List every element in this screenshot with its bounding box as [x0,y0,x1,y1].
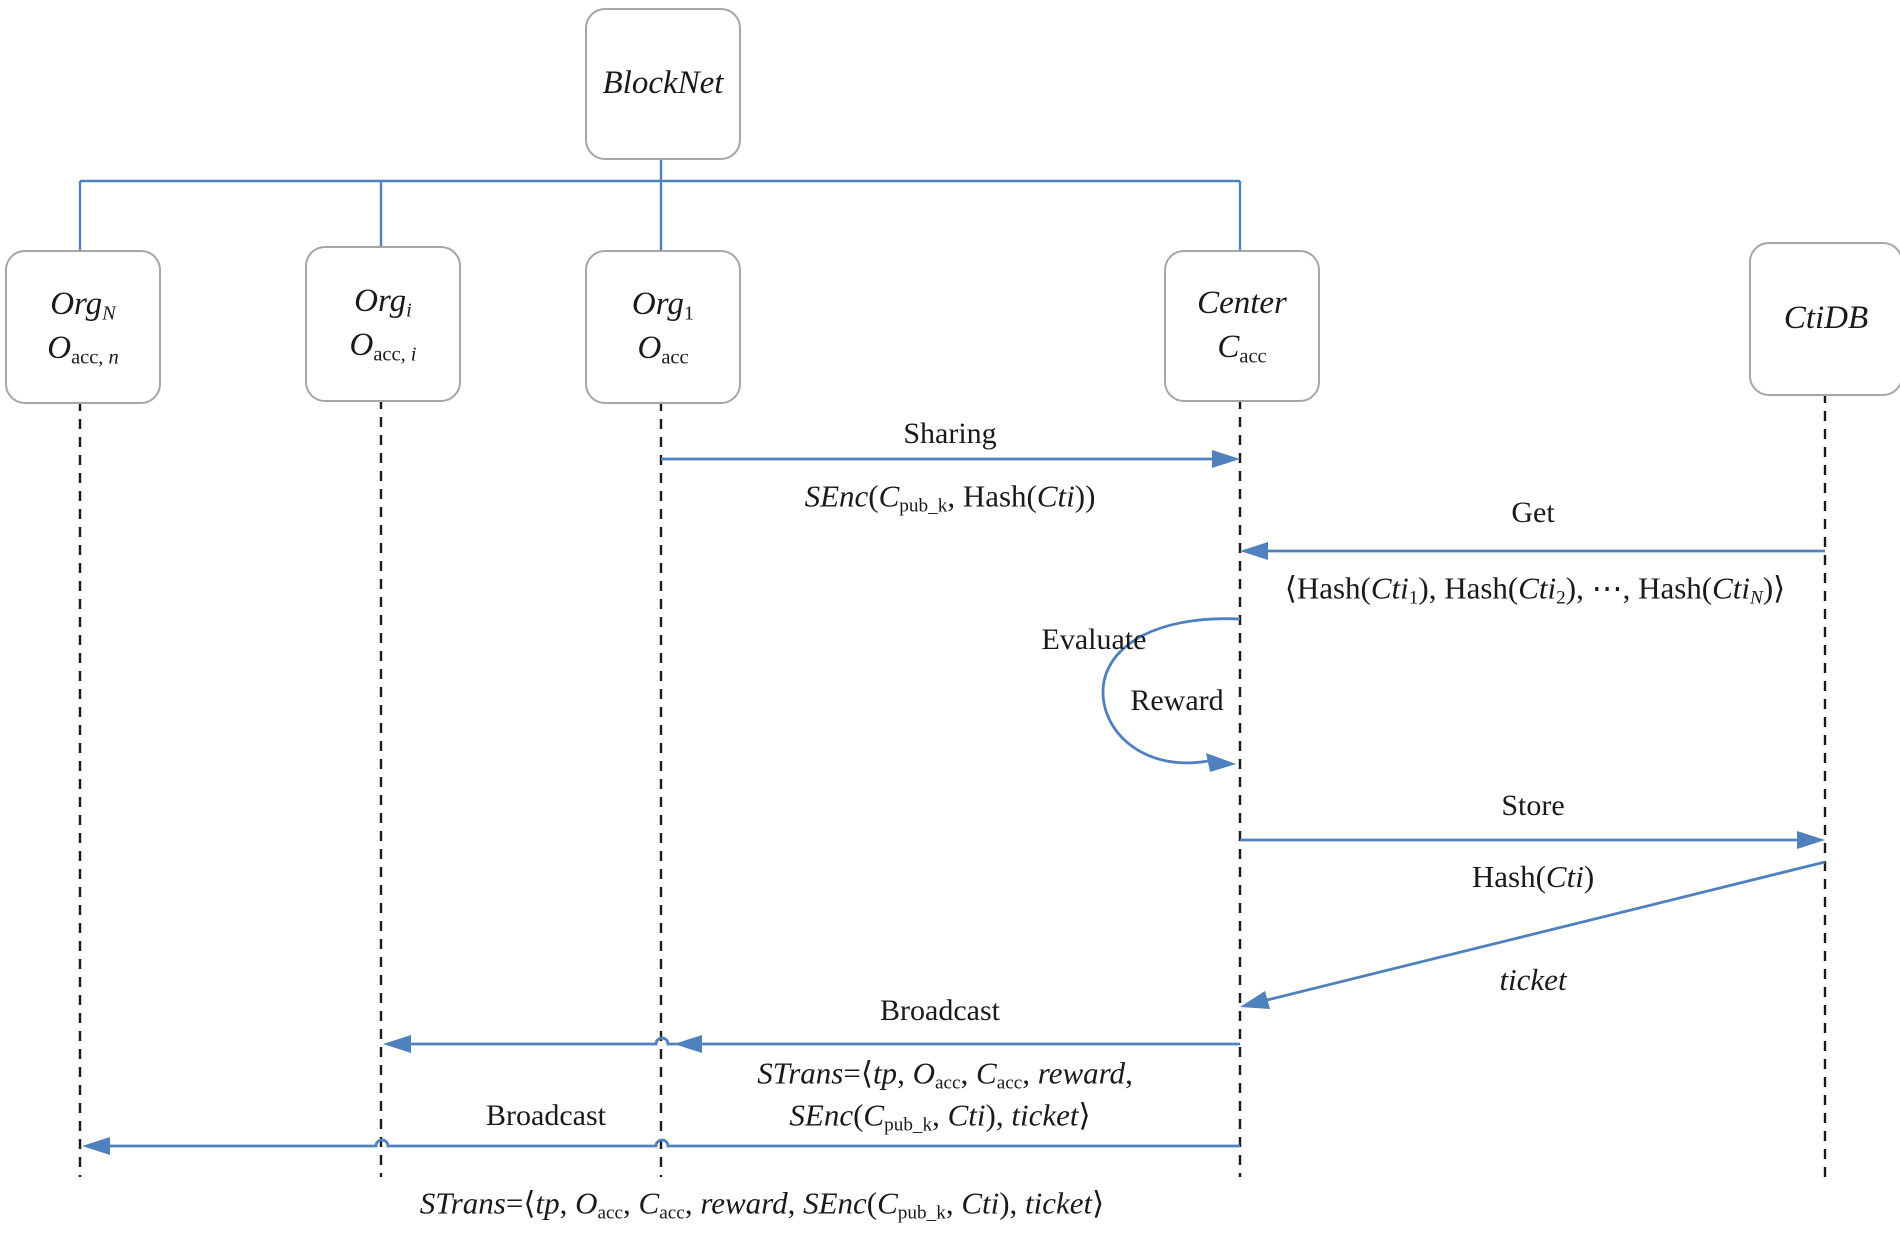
actor-sublabel-org-1: Oacc [637,330,689,369]
broadcast1-arrowhead-orgi [383,1035,411,1053]
evaluate-label: Evaluate [1041,623,1147,656]
reward-label: Reward [1130,684,1224,717]
actor-label-org-n: OrgN [50,285,116,325]
actor-box-org-1: Org1 Oacc [585,250,741,404]
actor-box-org-n: OrgN Oacc, n [5,250,161,404]
broadcast2-arrow-line [106,1138,1240,1148]
actor-box-center: Center Cacc [1164,250,1320,402]
actor-label-org-1: Org1 [631,285,695,325]
broadcast1-label: Broadcast [880,994,1000,1027]
ticket-arrow-line [1266,860,1826,1002]
get-label: Get [1511,496,1555,529]
broadcast1-arrow-line [389,1036,1240,1046]
broadcast1-payload-line1: STrans=⟨tp, Oacc, Cacc, reward, [757,1055,1133,1094]
actor-sublabel-org-i: Oacc, i [349,327,417,366]
broadcast1-arrowhead-org1 [674,1035,702,1053]
sharing-arrowhead [1212,450,1240,468]
actor-box-ctidb: CtiDB [1749,242,1900,396]
actor-box-org-i: Orgi Oacc, i [305,246,461,402]
store-label: Store [1501,789,1565,822]
actor-label-blocknet: BlockNet [602,65,724,102]
self-loop-arrowhead [1206,753,1236,772]
store-arrowhead [1797,831,1825,849]
sharing-payload: SEnc(Cpub_k, Hash(Cti)) [804,478,1096,517]
ticket-arrowhead [1240,991,1270,1009]
broadcast2-payload: STrans=⟨tp, Oacc, Cacc, reward, SEnc(Cpu… [419,1185,1105,1224]
actor-label-center: Center [1197,284,1287,321]
actor-sublabel-center: Cacc [1217,328,1267,368]
ticket-label: ticket [1499,962,1567,997]
sharing-label: Sharing [903,417,997,450]
self-loop-curve [1101,617,1241,765]
get-arrowhead [1240,542,1268,560]
actor-sublabel-org-n: Oacc, n [47,330,119,369]
actor-label-ctidb: CtiDB [1783,300,1869,337]
get-payload: ⟨Hash(Cti1), Hash(Cti2), ⋯, Hash(CtiN)⟩ [1284,570,1786,609]
broadcast2-arrowhead-orgn [82,1137,110,1155]
broadcast2-label: Broadcast [486,1099,606,1132]
actor-box-blocknet: BlockNet [585,8,741,160]
actor-label-org-i: Orgi [354,282,412,322]
broadcast1-payload-line2: SEnc(Cpub_k, Cti), ticket⟩ [789,1097,1091,1136]
store-payload: Hash(Cti) [1471,859,1595,894]
